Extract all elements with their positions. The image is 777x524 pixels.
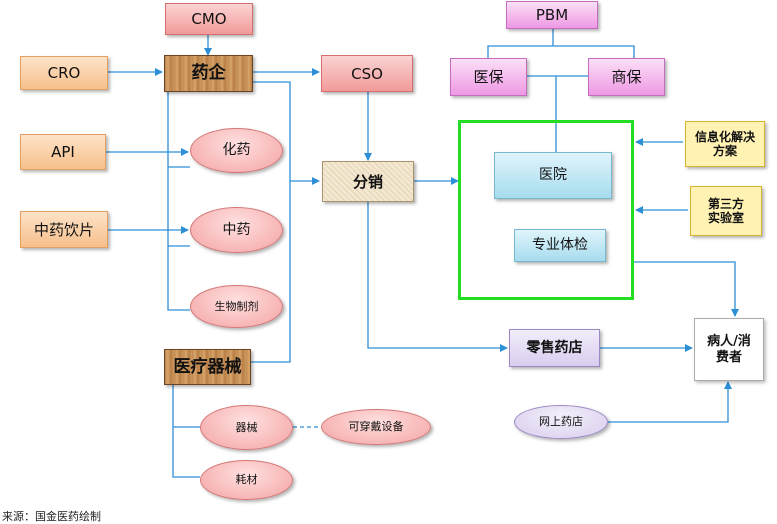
node-zhongyao-yinpian: 中药饮片	[20, 211, 108, 248]
node-pbm: PBM	[506, 1, 598, 29]
node-kechuandai: 可穿戴设备	[321, 409, 431, 445]
node-haocai: 耗材	[200, 460, 293, 500]
tree-yaoqi	[167, 92, 190, 311]
node-tijian: 专业体检	[514, 229, 606, 262]
tree-qixie	[172, 385, 200, 478]
node-shengwu: 生物制剂	[190, 285, 283, 328]
bracket-right	[250, 81, 291, 363]
arrow-fenxiao-lingshou	[367, 202, 508, 352]
node-fenxiao: 分销	[322, 161, 414, 202]
node-yaoqi: 药企	[164, 55, 253, 92]
source-caption: 来源：国金医药绘制	[2, 510, 101, 523]
node-api: API	[20, 134, 106, 170]
node-xinxihua: 信息化解决方案	[685, 121, 765, 167]
node-cmo: CMO	[165, 3, 253, 35]
node-yibao: 医保	[450, 58, 527, 96]
node-bingren: 病人/消费者	[694, 318, 764, 381]
node-cso: CSO	[321, 55, 413, 92]
bracket-pbm	[487, 45, 635, 58]
node-yiyuan: 医院	[494, 152, 612, 199]
arrow-wangshang-bingren	[608, 381, 732, 423]
node-qixie: 器械	[200, 405, 293, 450]
node-cro: CRO	[20, 56, 108, 90]
hospital-frame	[458, 120, 634, 300]
node-shangbao: 商保	[588, 58, 665, 96]
node-huayao: 化药	[190, 128, 283, 173]
node-wangshang: 网上药店	[514, 405, 608, 439]
node-disanfang: 第三方实验室	[690, 186, 762, 236]
node-yiliao-qixie: 医疗器械	[164, 349, 251, 385]
arrow-frame-bingren	[634, 261, 739, 317]
node-zhongyao: 中药	[190, 207, 283, 253]
node-lingshou: 零售药店	[509, 329, 600, 367]
